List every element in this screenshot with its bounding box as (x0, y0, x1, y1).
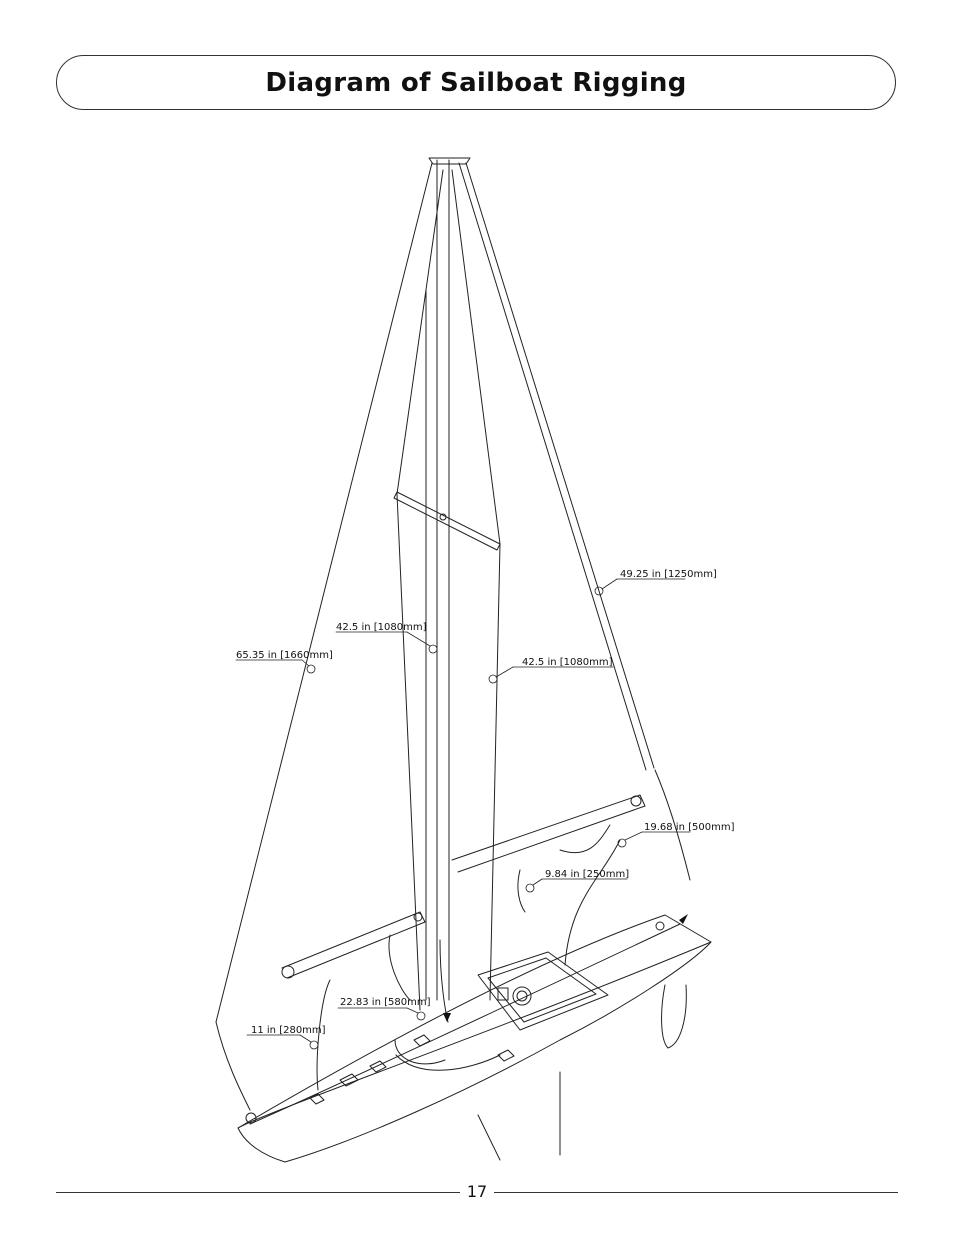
measurement-labels: 49.25 in [1250mm] 42.5 in [1080mm] 65.35… (236, 569, 735, 1036)
hull (237, 914, 712, 1163)
measurement-label: 42.5 in [1080mm] (336, 622, 427, 633)
footer-rule-left (56, 1192, 460, 1193)
title-banner: Diagram of Sailboat Rigging (56, 55, 896, 110)
measurement-label: 9.84 in [250mm] (545, 869, 629, 880)
leader-lines (235, 578, 691, 1043)
measurement-label: 22.83 in [580mm] (340, 997, 431, 1008)
main-boom (451, 794, 646, 873)
rudder (661, 984, 687, 1049)
measurement-label: 11 in [280mm] (251, 1025, 326, 1036)
sheet-lines (215, 769, 691, 1111)
shrouds (396, 169, 501, 1011)
footer-rule-right (494, 1192, 898, 1193)
measurement-label: 65.35 in [1660mm] (236, 650, 333, 661)
page-number: 17 (466, 1182, 488, 1201)
arrow-icon (443, 1013, 451, 1022)
mast (425, 157, 471, 1001)
page-title: Diagram of Sailboat Rigging (265, 68, 687, 98)
deck-fittings (245, 921, 665, 1124)
spreader (393, 491, 501, 551)
deck-hatch (477, 951, 609, 1031)
measurement-label: 19.68 in [500mm] (644, 822, 735, 833)
measurement-markers (306, 586, 627, 1050)
forestay (215, 162, 433, 1023)
pointer-arrows (443, 914, 688, 1022)
keel (477, 1071, 561, 1161)
backstay (458, 162, 655, 771)
jib-boom (281, 911, 426, 979)
measurement-label: 49.25 in [1250mm] (620, 569, 717, 580)
arrow-icon (679, 914, 688, 924)
measurement-label: 42.5 in [1080mm] (522, 657, 613, 668)
